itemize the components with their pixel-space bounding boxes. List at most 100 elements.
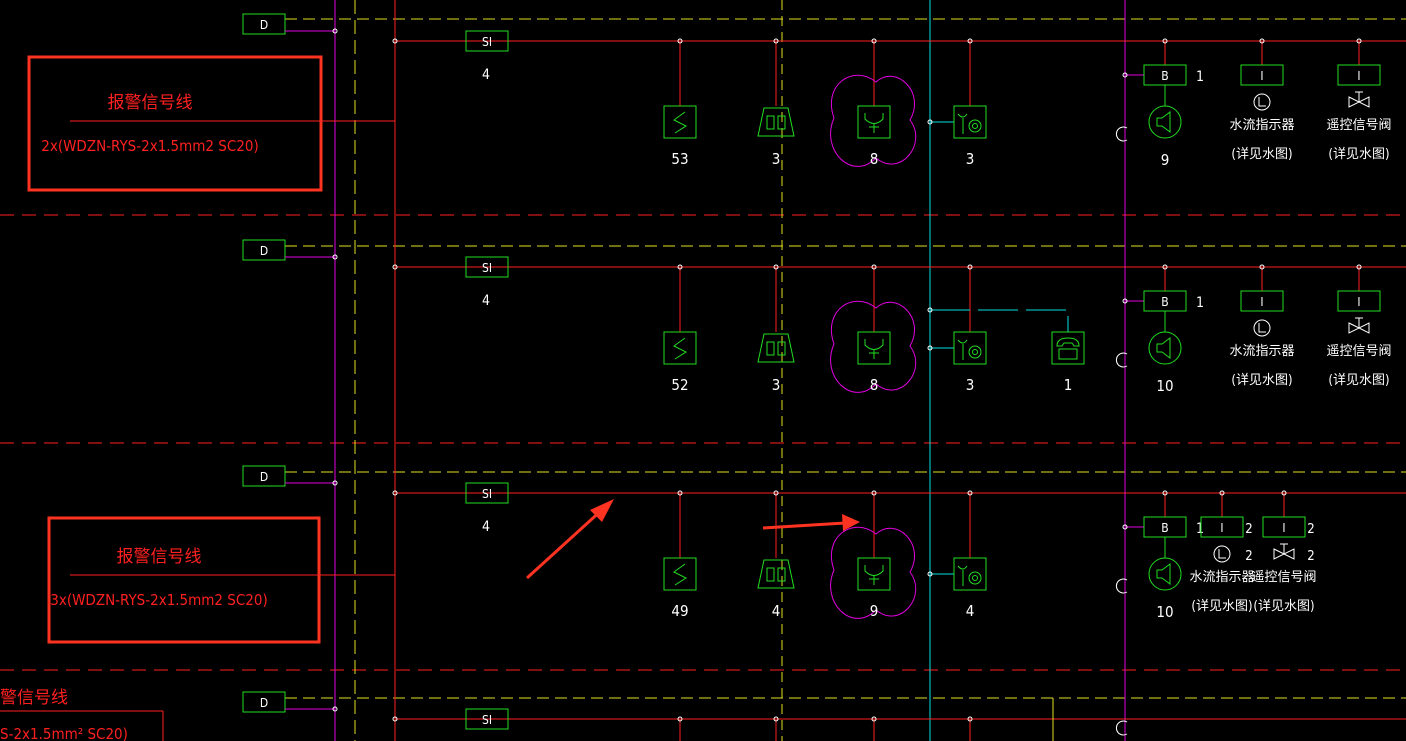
junction-dot: [927, 307, 933, 313]
device-hydrant-button[interactable]: 8: [830, 264, 917, 394]
crossover-hook: [1115, 352, 1128, 368]
smoke-detector-icon: [663, 331, 697, 365]
junction-dot: [1259, 264, 1265, 270]
water-flow-indicator-icon: [1253, 93, 1271, 111]
annotation-arrowhead: [842, 514, 860, 531]
d-module-box[interactable]: [242, 13, 286, 35]
si-isolator-box[interactable]: [465, 708, 509, 730]
device-count-label: 49: [671, 602, 688, 620]
manual-alarm-button-glyph: [777, 567, 786, 582]
d-module-box[interactable]: [242, 239, 286, 261]
si-isolator-box[interactable]: [465, 30, 509, 52]
junction-dot: [1122, 72, 1128, 78]
device-hydrant-button[interactable]: 8: [830, 38, 917, 168]
junction-dot: [927, 345, 933, 351]
device-count-label: 9: [870, 602, 879, 620]
device-count-label: 4: [772, 602, 781, 620]
device-manual-alarm-button[interactable]: 3: [757, 264, 795, 394]
input-module-box[interactable]: [1240, 64, 1284, 86]
si-isolator-label: SI: [482, 713, 492, 727]
alarm-bell-glyph: [968, 119, 982, 133]
device-alarm-bell[interactable]: 3: [927, 38, 987, 168]
junction-dot: [927, 119, 933, 125]
callout-spec: 2x(WDZN-RYS-2x1.5mm2 SC20): [41, 137, 259, 155]
junction-dot: [1122, 298, 1128, 304]
junction-dot: [967, 264, 973, 270]
junction-dot: [677, 716, 683, 722]
si-isolator-count: 4: [482, 519, 490, 535]
input-module-label: I: [1260, 69, 1263, 83]
junction-dot: [1356, 38, 1362, 44]
module-name-label: 遥控信号阀: [1326, 118, 1391, 133]
crossover-hook: [1115, 720, 1128, 736]
module-name-count: 2: [1245, 549, 1252, 564]
b-module-count: 1: [1196, 69, 1204, 85]
d-module-label: D: [260, 470, 268, 484]
si-isolator-box[interactable]: [465, 482, 509, 504]
input-module-box[interactable]: [1240, 290, 1284, 312]
floor-row-4: DSI: [242, 691, 1406, 741]
si-isolator-label: SI: [482, 261, 492, 275]
junction-dot: [773, 264, 779, 270]
input-module-box[interactable]: [1337, 64, 1381, 86]
junction-dot: [1356, 264, 1362, 270]
si-isolator-box[interactable]: [465, 256, 509, 278]
device-alarm-bell[interactable]: 3: [927, 264, 987, 394]
input-module-box[interactable]: [1262, 516, 1306, 538]
device-count-label: 1: [1064, 376, 1073, 394]
d-module-box[interactable]: [242, 465, 286, 487]
junction-dot: [871, 264, 877, 270]
device-smoke-detector[interactable]: 49: [663, 490, 697, 620]
d-module-box[interactable]: [242, 691, 286, 713]
alarm-bell-glyph: [957, 565, 968, 586]
device-fire-telephone[interactable]: 1: [927, 307, 1085, 394]
speaker-icon: [1148, 557, 1182, 591]
annotation-arrowhead: [590, 499, 614, 522]
junction-dot: [967, 490, 973, 496]
device-count-label: 4: [966, 602, 975, 620]
module-note-label: (详见水图): [1231, 147, 1292, 162]
junction-dot: [332, 28, 338, 34]
junction-dot: [773, 716, 779, 722]
device-manual-alarm-button[interactable]: 4: [757, 490, 795, 620]
input-module-1[interactable]: I 水流指示器 (详见水图): [1229, 38, 1295, 162]
device-smoke-detector[interactable]: 52: [663, 264, 697, 394]
device-count-label: 8: [870, 150, 879, 168]
water-flow-indicator-glyph: [1258, 323, 1266, 333]
input-module-box[interactable]: [1200, 516, 1244, 538]
manual-alarm-button-glyph: [766, 115, 775, 130]
junction-dot: [392, 38, 398, 44]
alarm-bell-glyph: [972, 575, 978, 581]
input-module-box[interactable]: [1337, 290, 1381, 312]
device-hydrant-button[interactable]: 9: [830, 490, 917, 620]
device-alarm-bell[interactable]: 4: [927, 490, 987, 620]
device-smoke-detector[interactable]: 53: [663, 38, 697, 168]
module-note-label: (详见水图): [1231, 373, 1292, 388]
alarm-bell-glyph: [968, 345, 982, 359]
signal-valve-icon: [1348, 91, 1370, 108]
device-manual-alarm-button[interactable]: 3: [757, 38, 795, 168]
module-note-label: (详见水图): [1328, 373, 1389, 388]
module-name-label: 水流指示器: [1229, 118, 1294, 133]
device-count-label: 3: [772, 376, 781, 394]
annotation-arrow-shaft: [525, 506, 606, 580]
junction-dot: [677, 264, 683, 270]
hydrant-button-icon: [857, 557, 891, 591]
input-module-label: I: [1357, 295, 1360, 309]
d-module-lead: [285, 30, 336, 37]
b-module-label: B: [1161, 295, 1168, 309]
telephone-lead-line: [930, 309, 1069, 332]
callout-frame: [27, 55, 323, 192]
smoke-detector-glyph: [673, 563, 688, 586]
